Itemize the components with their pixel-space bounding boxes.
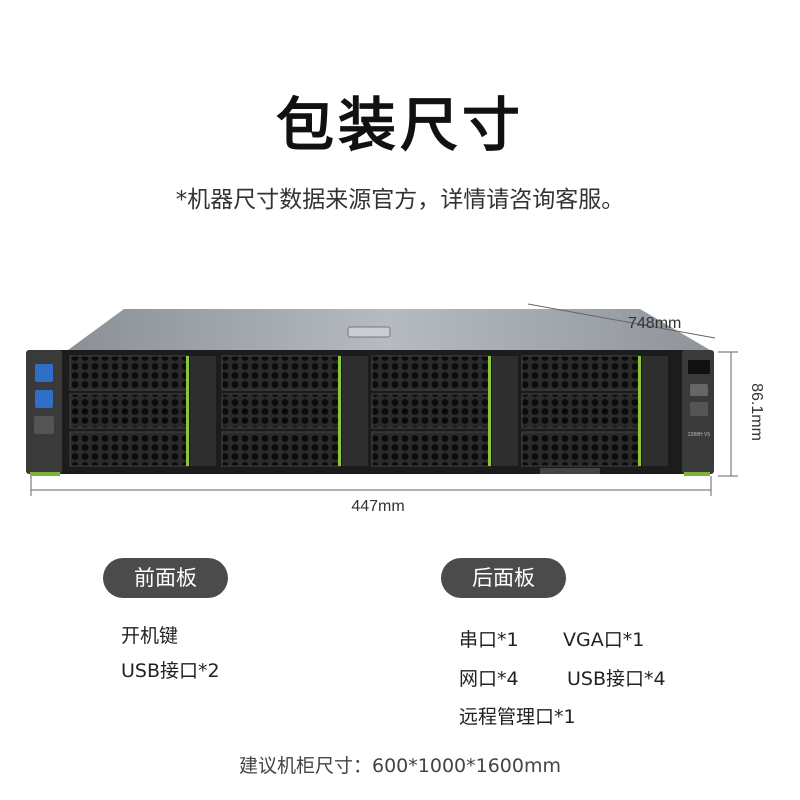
left-ear-accent [30,472,60,476]
model-label: 2288H V5 [688,432,710,438]
uid-button [690,402,708,416]
indicator-leds [34,416,54,434]
rear-item-network: 网口*4 [459,668,519,690]
width-label: 447mm [351,498,404,515]
drive-column-1 [69,355,216,467]
height-dimension: 86.1mm [718,351,765,477]
drive-column-4 [521,355,668,467]
drive-column-3 [371,355,518,467]
cover-latch [347,326,391,338]
server-illustration: 2288H V5 [0,290,800,530]
height-label: 86.1mm [748,383,765,441]
rear-item-usb: USB接口*4 [567,668,666,690]
rear-panel-badge: 后面板 [441,558,566,598]
right-ear-accent [684,472,710,476]
rear-item-remote-mgmt: 远程管理口*1 [459,706,576,728]
front-item-power: 开机键 [121,625,179,647]
page-title: 包装尺寸 [275,91,524,159]
front-panel-badge: 前面板 [103,558,228,598]
drive-column-2 [221,355,368,467]
drive-bays [69,355,668,467]
left-ear [26,350,62,474]
usb-port-2 [35,390,53,408]
pull-tab [540,468,600,474]
power-button [690,384,708,396]
depth-label: 748mm [628,315,681,332]
usb-port-1 [35,364,53,382]
rear-item-vga: VGA口*1 [563,629,645,651]
rack-size-note: 建议机柜尺寸：600*1000*1600mm [239,755,561,777]
depth-dimension: 748mm [527,303,716,339]
server-svg: 2288H V5 [26,303,765,515]
display-panel [688,360,710,374]
width-dimension: 447mm [30,476,712,515]
page-subtitle: *机器尺寸数据来源官方，详情请咨询客服。 [175,187,625,213]
rear-item-serial: 串口*1 [459,629,519,651]
front-item-usb: USB接口*2 [121,660,220,682]
